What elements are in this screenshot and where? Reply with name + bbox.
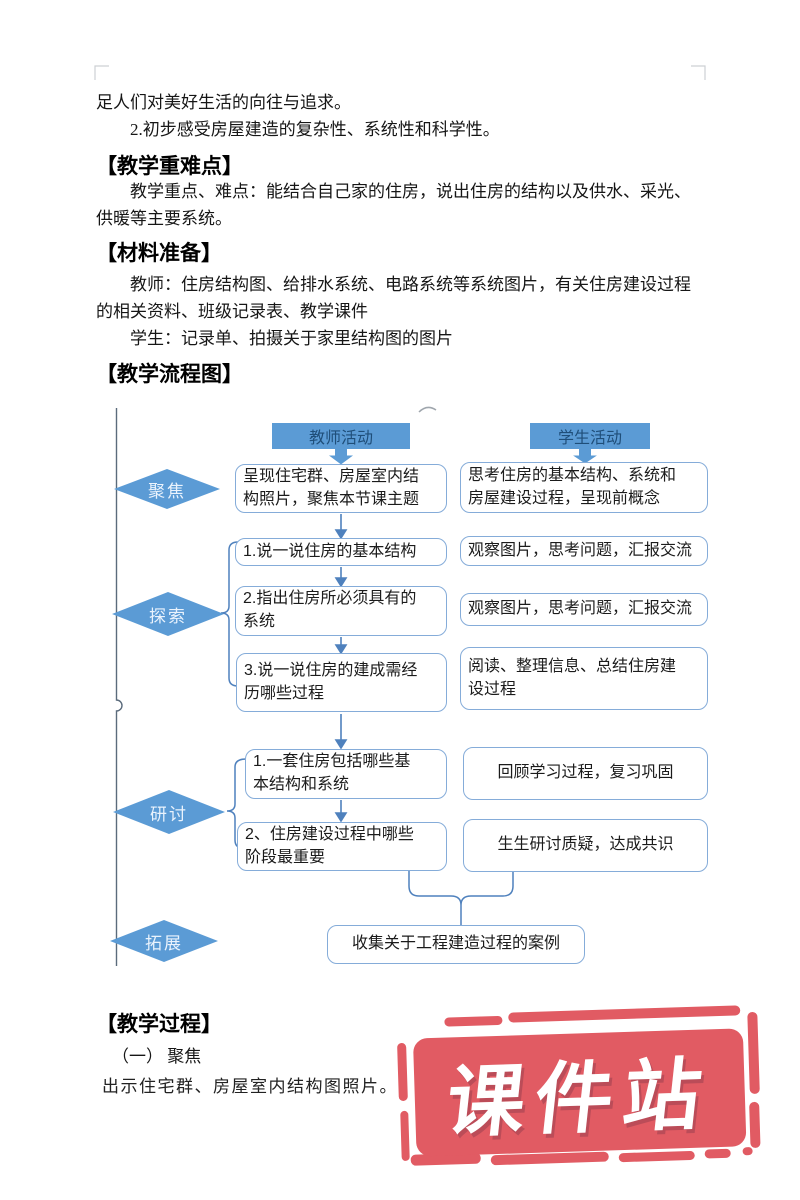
- body-line: 教师：住房结构图、给排水系统、电路系统等系统图片，有关住房建设过程: [130, 275, 691, 294]
- student-box: 思考住房的基本结构、系统和 房屋建设过程，呈现前概念: [460, 462, 708, 513]
- section-heading-key-points: 【教学重难点】: [96, 155, 243, 178]
- stamp-frame-stroke: [704, 1148, 731, 1159]
- teacher-box-text: 1.说一说住房的基本结构: [243, 542, 417, 560]
- body-line: 的相关资料、班级记录表、教学课件: [96, 302, 368, 321]
- stamp-frame-stroke: [618, 1150, 695, 1163]
- stamp-body: 课件站: [412, 1028, 747, 1157]
- teacher-box-text: 1.一套住房包括哪些基 本结构和系统: [253, 753, 411, 793]
- student-box-text: 观察图片，思考问题，汇报交流: [468, 600, 693, 618]
- teacher-box: 3.说一说住房的建成需经 历哪些过程: [236, 653, 447, 712]
- summary-box-text: 收集关于工程建造过程的案例: [351, 935, 560, 953]
- gather-brace: [408, 871, 514, 906]
- student-box: 回顾学习过程，复习巩固: [463, 747, 708, 800]
- student-box-text: 生生研讨质疑，达成共识: [497, 836, 674, 854]
- process-body-line: 出示住宅群、房屋室内结构图照片。: [102, 1077, 398, 1096]
- summary-box: 收集关于工程建造过程的案例: [327, 925, 585, 964]
- teacher-box: 1.说一说住房的基本结构: [235, 538, 447, 566]
- stage-diamond-focus: 聚焦: [114, 469, 220, 509]
- stamp-frame-stroke: [747, 1011, 760, 1095]
- student-box-text: 阅读、整理信息、总结住房建 设过程: [468, 657, 677, 698]
- teacher-box-text: 2、住房建设过程中哪些 阶段最重要: [245, 825, 414, 866]
- student-box: 阅读、整理信息、总结住房建 设过程: [460, 647, 708, 710]
- student-box-text: 观察图片，思考问题，汇报交流: [468, 541, 693, 559]
- teacher-box-text: 呈现住宅群、房屋室内结 构照片，聚焦本节课主题: [243, 467, 420, 508]
- watermark-stamp: 课件站: [390, 997, 796, 1200]
- flow-header-teacher: 教师活动: [272, 423, 410, 449]
- process-step-label: （一） 聚焦: [112, 1047, 202, 1066]
- teacher-box-text: 3.说一说住房的建成需经 历哪些过程: [244, 661, 418, 702]
- body-line: 足人们对美好生活的向往与追求。: [96, 93, 351, 112]
- student-box-text: 思考住房的基本结构、系统和 房屋建设过程，呈现前概念: [468, 466, 677, 507]
- stamp-frame-stroke: [444, 1015, 503, 1027]
- teacher-box: 2.指出住房所必须具有的 系统: [235, 586, 447, 636]
- body-line: 学生：记录单、拍摄关于家里结构图的图片: [130, 329, 453, 348]
- squiggle-mark: [418, 406, 437, 413]
- down-arrow-icon: [325, 447, 357, 466]
- teacher-box: 1.一套住房包括哪些基 本结构和系统: [245, 749, 447, 799]
- page-corner-mark-right: [691, 65, 706, 80]
- student-box: 观察图片，思考问题，汇报交流: [460, 536, 708, 566]
- page-corner-mark-left: [94, 65, 109, 80]
- stage-diamond-extend: 拓展: [110, 920, 218, 962]
- stamp-frame-stroke: [397, 1042, 408, 1102]
- teacher-box-text: 2.指出住房所必须具有的 系统: [243, 590, 417, 630]
- stamp-text: 课件站: [442, 1050, 716, 1149]
- student-box: 生生研讨质疑，达成共识: [463, 819, 708, 872]
- section-heading-materials: 【材料准备】: [96, 242, 222, 265]
- stage-diamond-explore: 探索: [112, 592, 224, 636]
- teacher-box: 2、住房建设过程中哪些 阶段最重要: [237, 822, 447, 871]
- stamp-frame-stroke: [742, 1147, 753, 1156]
- teacher-box: 呈现住宅群、房屋室内结 构照片，聚焦本节课主题: [235, 464, 447, 513]
- student-box-text: 回顾学习过程，复习巩固: [497, 764, 674, 782]
- stamp-frame-stroke: [400, 1110, 410, 1162]
- body-line: 2.初步感受房屋建造的复杂性、系统性和科学性。: [130, 120, 500, 139]
- stage-diamond-discuss: 研讨: [113, 790, 225, 834]
- flow-header-student: 学生活动: [530, 423, 650, 449]
- stamp-frame-stroke: [508, 1005, 741, 1023]
- body-line: 供暖等主要系统。: [96, 209, 232, 228]
- stamp-frame-stroke: [749, 1101, 761, 1149]
- student-box: 观察图片，思考问题，汇报交流: [460, 593, 708, 626]
- section-heading-flowchart: 【教学流程图】: [96, 363, 243, 386]
- section-heading-process: 【教学过程】: [96, 1013, 222, 1036]
- body-line: 教学重点、难点：能结合自己家的住房，说出住房的结构以及供水、采光、: [130, 182, 691, 201]
